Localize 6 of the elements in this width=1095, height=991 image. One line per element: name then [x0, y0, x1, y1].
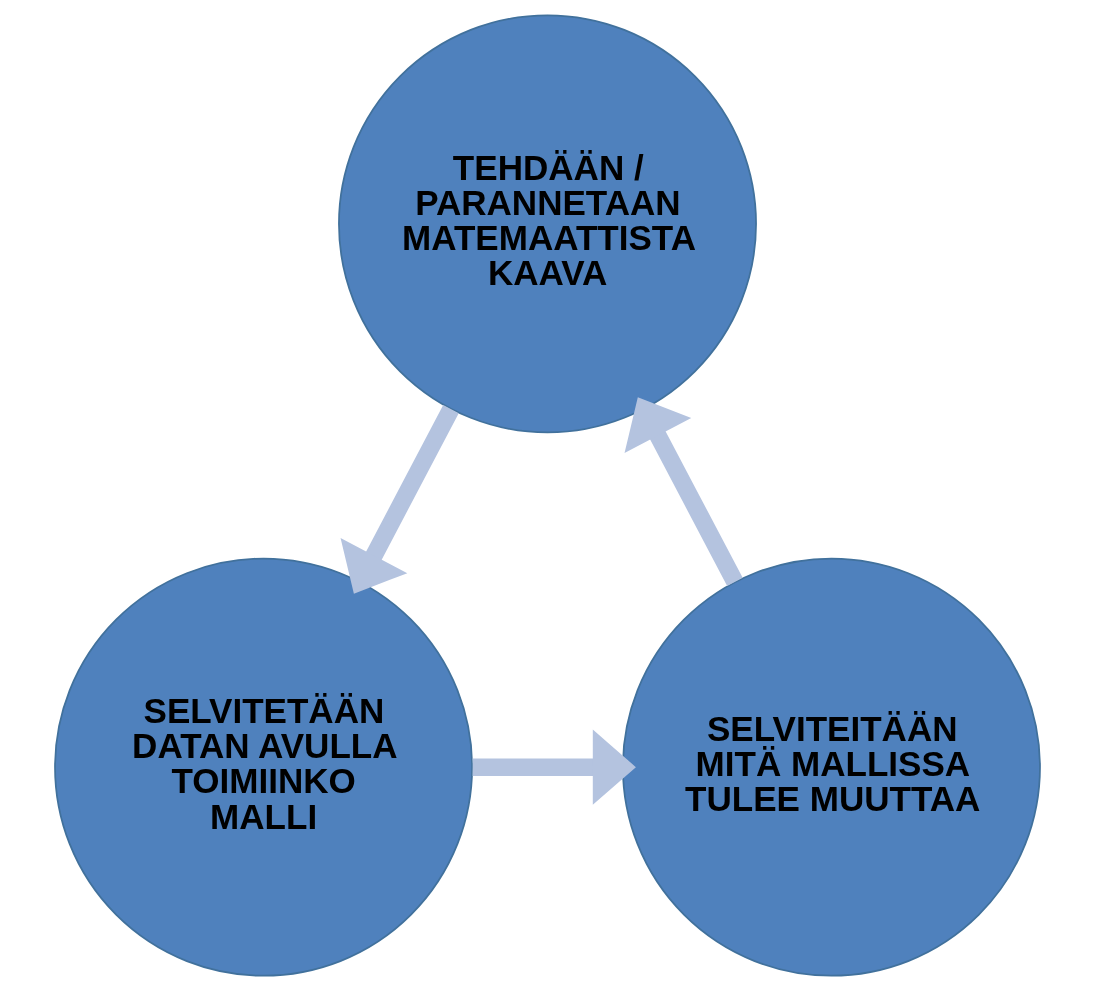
node-circle: SELVITEITÄÄN MITÄ MALLISSA TULEE MUUTTAA — [622, 557, 1041, 977]
arrow — [472, 729, 636, 805]
node-circle: SELVITETÄÄN DATAN AVULLA TOIMIINKO MALLI — [54, 557, 473, 977]
arrow — [624, 397, 743, 587]
arrow — [340, 405, 459, 594]
node-circle: TEHDÄÄN / PARANNETAAN MATEMAATTISTA KAAVA — [338, 14, 757, 434]
